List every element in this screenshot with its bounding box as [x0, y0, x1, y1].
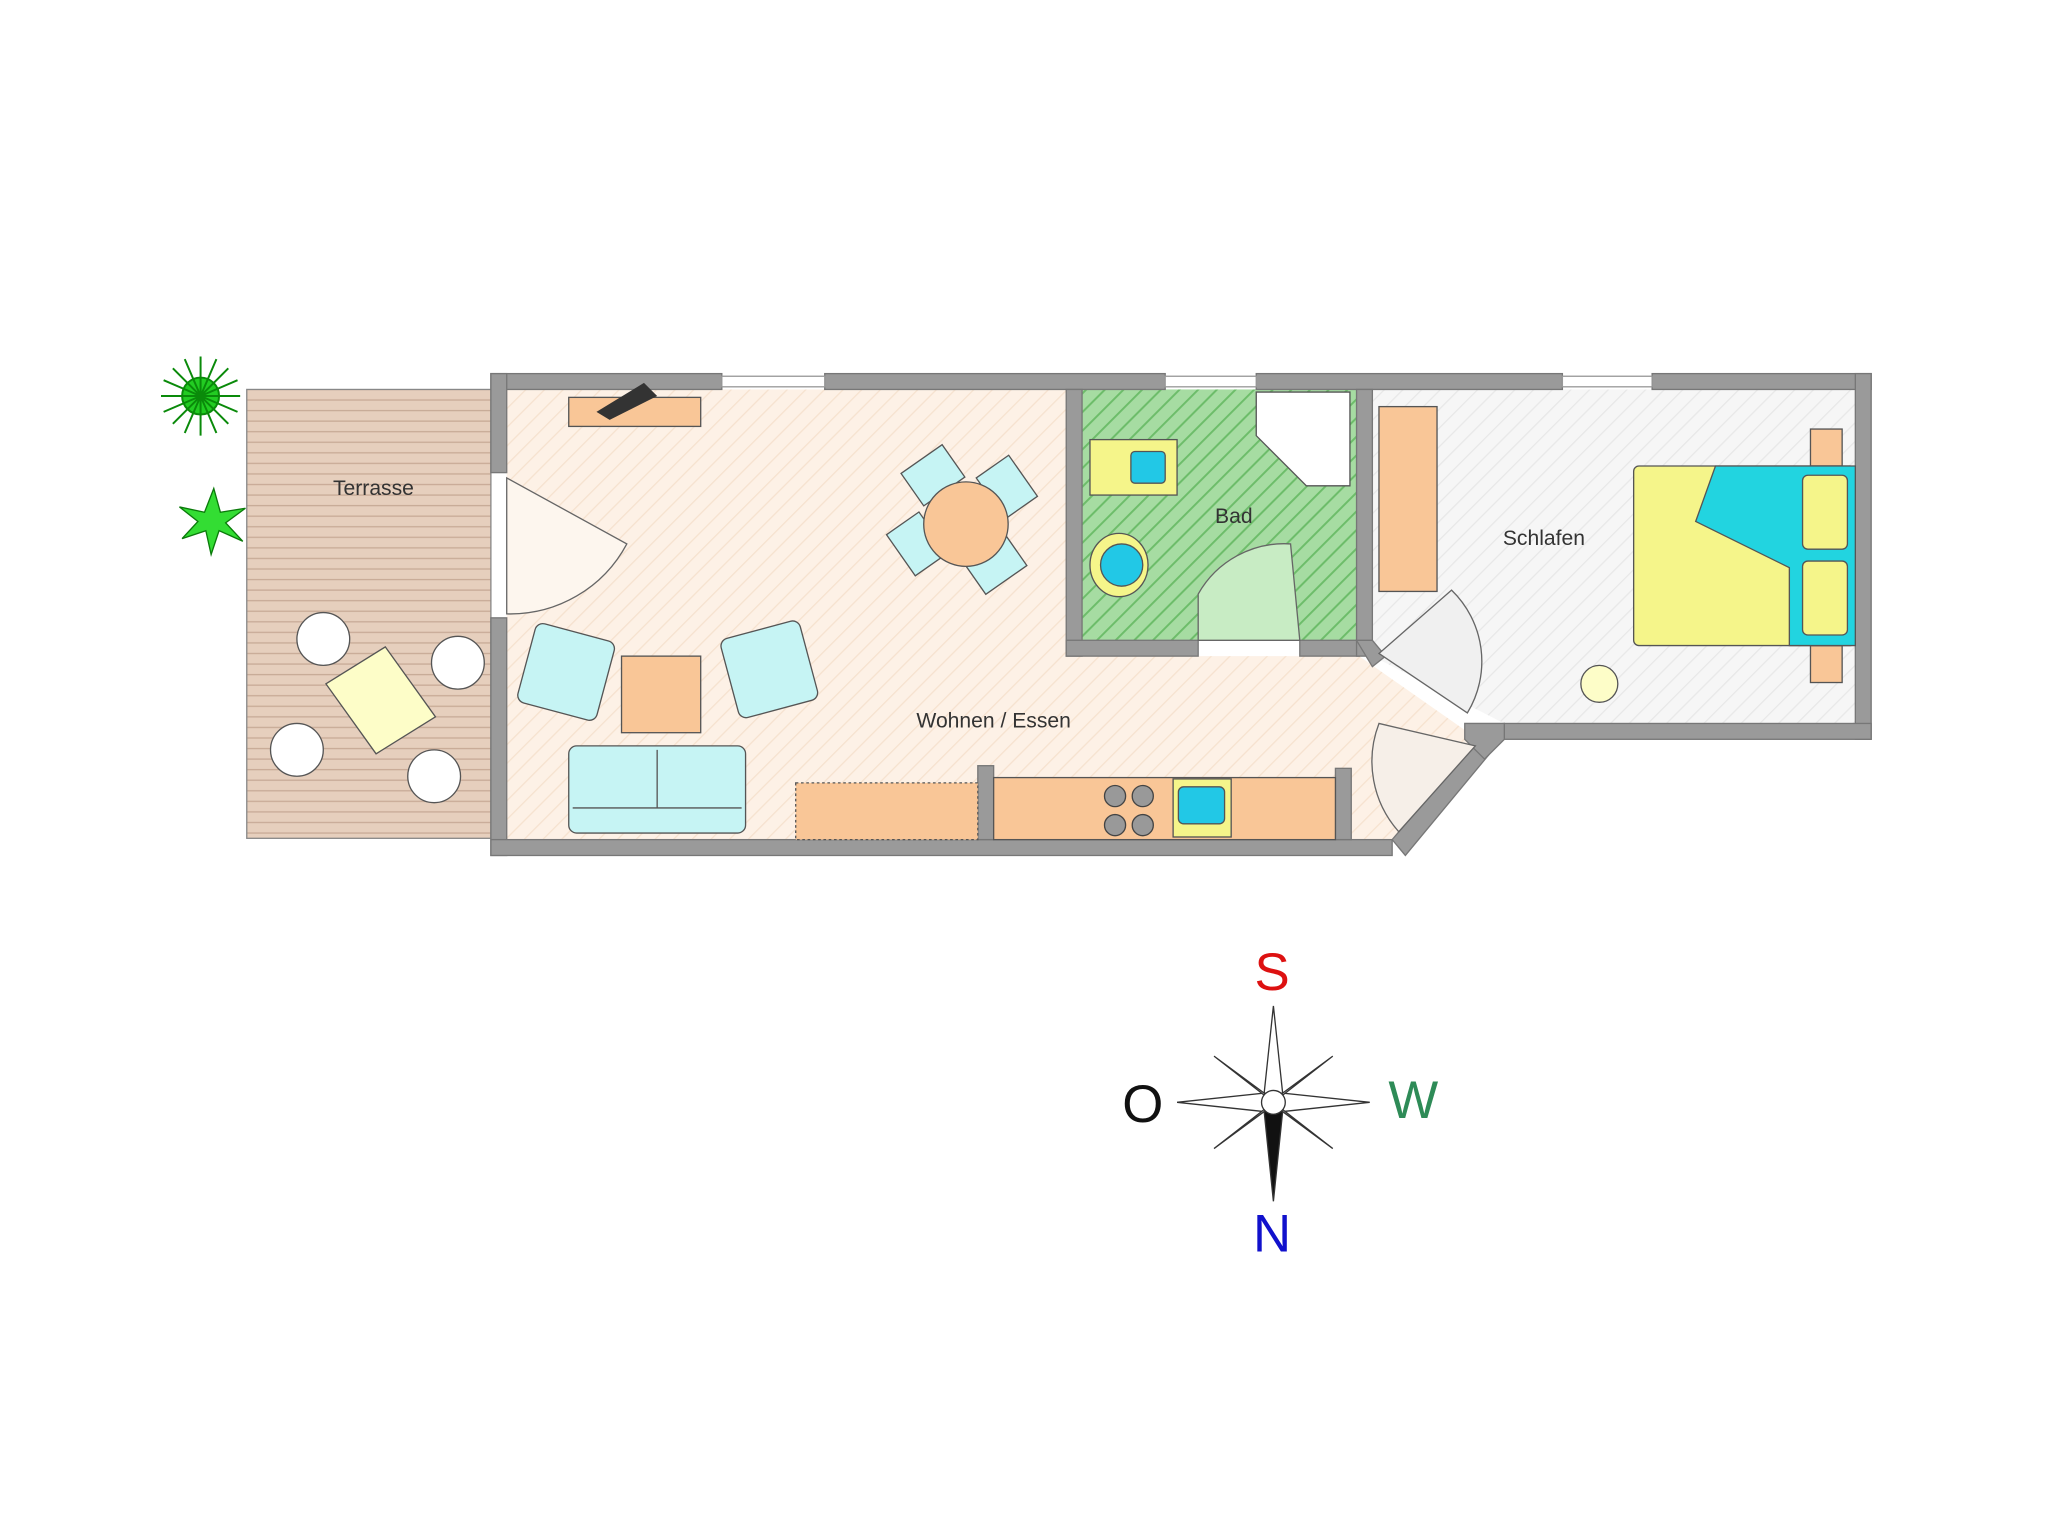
- windows: [721, 375, 1653, 388]
- living-floor: [506, 389, 1478, 840]
- room-label-bedroom: Schlafen: [1503, 527, 1585, 550]
- coffee-table: [620, 655, 702, 734]
- room-label-terrace: Terrasse: [333, 477, 414, 500]
- wardrobe: [1378, 405, 1438, 593]
- room-label-bathroom: Bad: [1215, 505, 1253, 528]
- kitchen-cabinets: [795, 776, 1337, 841]
- terrace-table-set: [269, 611, 485, 804]
- sofa: [568, 745, 747, 834]
- plant-icon: [160, 356, 241, 436]
- tv-sideboard: [568, 382, 702, 428]
- bathroom-fixtures: [1089, 391, 1351, 598]
- doors: [506, 476, 1483, 833]
- bedside-stool: [1580, 664, 1619, 703]
- armchairs: [517, 620, 819, 721]
- compass-south: S: [1254, 943, 1289, 1002]
- dining-set: [885, 443, 1039, 596]
- compass-rose-icon: [1177, 1005, 1370, 1202]
- compass-east: O: [1122, 1075, 1163, 1134]
- room-label-living: Wohnen / Essen: [916, 709, 1070, 732]
- bed: [1632, 428, 1856, 684]
- plant-icon: [179, 486, 246, 557]
- compass-north: N: [1253, 1205, 1291, 1264]
- compass-west: W: [1388, 1071, 1438, 1130]
